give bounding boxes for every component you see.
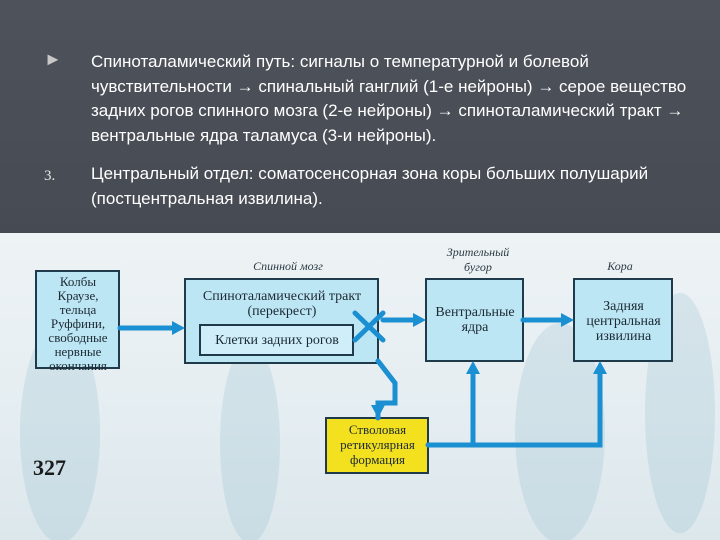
pathway-diagram: Спинной мозг Зрительный бугор Кора Колбы… <box>0 233 720 540</box>
label-dorsal-horn: Клетки задних рогов <box>215 333 339 348</box>
header-cortex: Кора <box>607 259 633 273</box>
header-spinal-cord: Спинной мозг <box>253 259 323 273</box>
header-thalamus: Зрительный бугор <box>446 245 510 274</box>
label-ventral-nuclei: Вентральные ядра <box>435 305 515 335</box>
bullet-text-spinothalamic: Спиноталамический путь: сигналы о темпер… <box>91 52 687 145</box>
label-receptors: Колбы Краузе, тельца Руффини, свободные … <box>48 274 108 373</box>
diagram-graphics <box>20 270 715 540</box>
bullet-number: 3. <box>44 168 56 184</box>
page-number: 327 <box>33 455 66 480</box>
label-reticular: Стволовая ретикулярная формация <box>340 422 415 467</box>
bullet-text-central: Центральный отдел: соматосенсорная зона … <box>91 164 649 208</box>
label-tract: Спиноталамический тракт (перекрест) <box>202 289 362 319</box>
box-postcentral <box>573 278 673 362</box>
label-postcentral: Задняя центральная извилина <box>586 299 661 344</box>
arrow-head <box>172 321 185 335</box>
slide-text: ► Спиноталамический путь: сигналы о темп… <box>0 0 720 230</box>
bullet-arrow-icon: ► <box>44 49 62 69</box>
box-dorsal-horn <box>199 324 354 356</box>
box-reticular <box>325 417 429 474</box>
box-receptors <box>35 270 120 369</box>
